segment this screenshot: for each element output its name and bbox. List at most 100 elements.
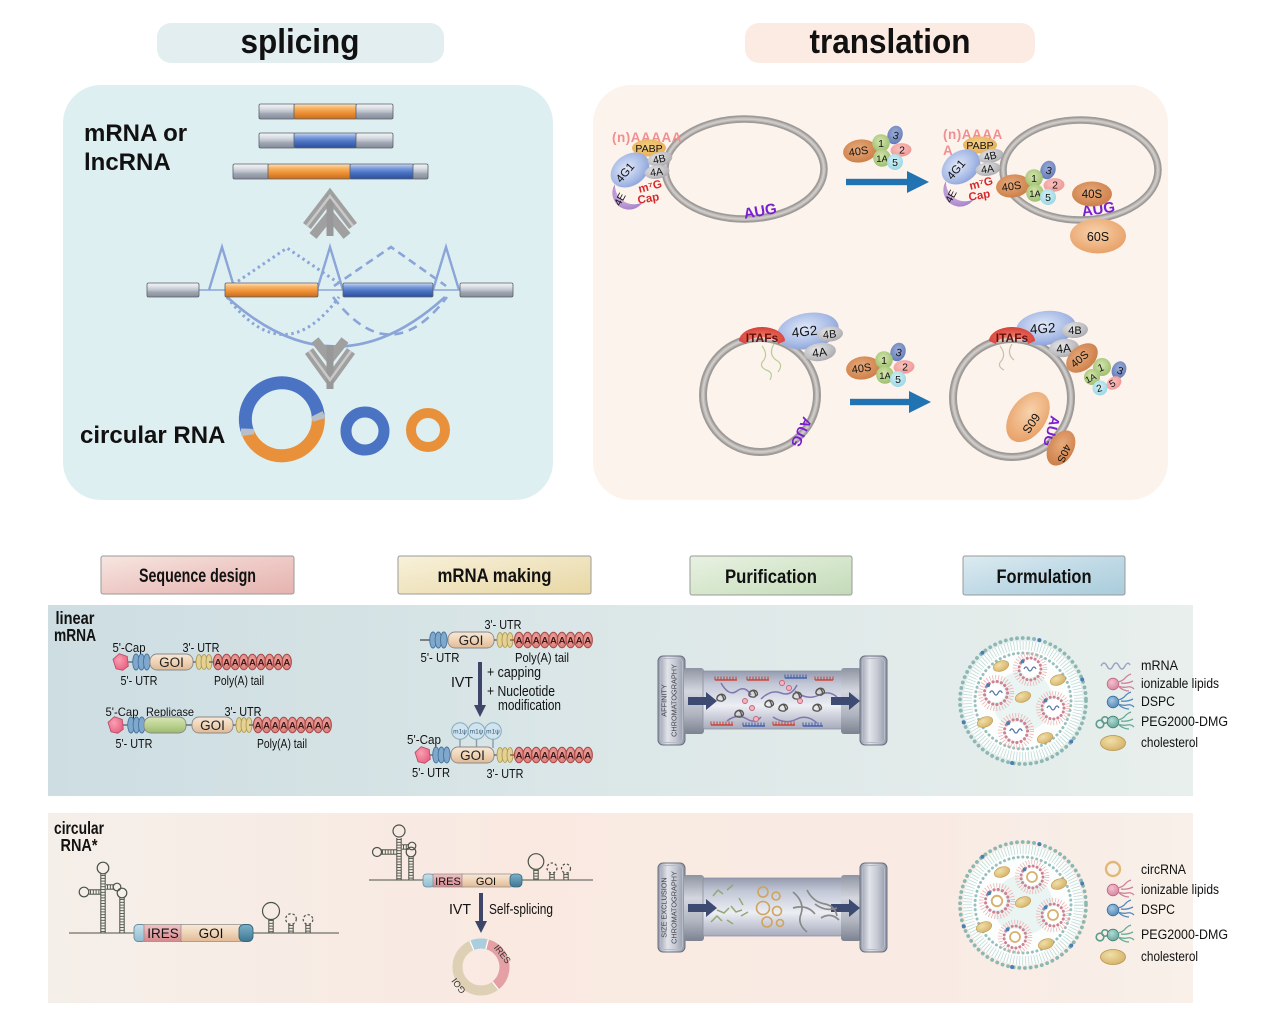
svg-text:m⁷G: m⁷G — [637, 178, 663, 195]
svg-text:ITAFs: ITAFs — [746, 331, 779, 345]
svg-text:5: 5 — [895, 374, 901, 386]
svg-text:Replicase: Replicase — [146, 705, 194, 719]
svg-text:4A: 4A — [1056, 341, 1072, 356]
svg-text:A: A — [315, 721, 322, 732]
svg-text:1A: 1A — [879, 371, 891, 382]
svg-text:3'- UTR: 3'- UTR — [487, 767, 524, 781]
svg-text:AUG: AUG — [742, 200, 778, 223]
svg-text:A: A — [943, 143, 953, 158]
svg-text:5'- UTR: 5'- UTR — [412, 766, 450, 780]
svg-text:A: A — [533, 636, 540, 647]
svg-text:A: A — [215, 658, 222, 669]
svg-text:cholesterol: cholesterol — [1141, 735, 1198, 750]
svg-text:translation: translation — [810, 23, 971, 61]
svg-text:A: A — [275, 658, 282, 669]
svg-text:A: A — [223, 658, 230, 669]
svg-text:DSPC: DSPC — [1141, 902, 1175, 917]
svg-text:Purification: Purification — [725, 567, 817, 588]
svg-text:1: 1 — [881, 355, 887, 367]
svg-text:A: A — [306, 721, 313, 732]
svg-text:3: 3 — [894, 347, 903, 360]
svg-text:ionizable lipids: ionizable lipids — [1141, 676, 1219, 691]
svg-text:CHROMATOGRAPHY: CHROMATOGRAPHY — [670, 871, 679, 944]
svg-text:GOI: GOI — [460, 748, 485, 763]
svg-text:40S: 40S — [851, 362, 872, 377]
svg-text:5: 5 — [1108, 378, 1119, 391]
svg-text:4A: 4A — [649, 166, 663, 180]
svg-text:GOI: GOI — [159, 655, 184, 670]
svg-text:4G2: 4G2 — [1029, 320, 1056, 337]
svg-text:+ capping: + capping — [487, 665, 541, 681]
svg-text:4B: 4B — [1068, 325, 1081, 337]
svg-text:A: A — [550, 636, 557, 647]
svg-text:Sequence design: Sequence design — [139, 566, 256, 587]
svg-text:splicing: splicing — [241, 23, 360, 61]
svg-text:GOI: GOI — [200, 718, 225, 733]
svg-text:1: 1 — [1031, 173, 1037, 185]
svg-text:circular: circular — [54, 818, 104, 838]
svg-text:linear: linear — [56, 608, 95, 628]
svg-text:m1ψ: m1ψ — [470, 729, 484, 736]
svg-text:ITAFs: ITAFs — [996, 331, 1029, 345]
svg-text:2: 2 — [1095, 383, 1104, 395]
svg-text:circRNA: circRNA — [1141, 862, 1186, 877]
svg-text:mRNA: mRNA — [54, 625, 96, 645]
svg-text:ionizable lipids: ionizable lipids — [1141, 882, 1219, 897]
svg-text:Poly(A) tail: Poly(A) tail — [515, 651, 569, 665]
svg-text:1A: 1A — [876, 154, 888, 165]
svg-text:60S: 60S — [1087, 230, 1109, 244]
svg-text:4B: 4B — [823, 328, 837, 341]
svg-text:40S: 40S — [848, 145, 869, 160]
svg-text:A: A — [280, 721, 287, 732]
svg-text:3'- UTR: 3'- UTR — [485, 618, 522, 632]
svg-text:A: A — [240, 658, 247, 669]
svg-text:A: A — [541, 751, 548, 762]
svg-text:IRES: IRES — [147, 926, 179, 941]
svg-text:3: 3 — [1115, 365, 1125, 378]
svg-text:PABP: PABP — [635, 143, 662, 155]
svg-text:mRNA making: mRNA making — [438, 566, 552, 587]
svg-text:4B: 4B — [652, 152, 667, 166]
svg-text:5'-Cap: 5'-Cap — [106, 705, 139, 719]
svg-text:SIZE EXCLUSION: SIZE EXCLUSION — [660, 877, 669, 937]
svg-text:1: 1 — [1096, 361, 1106, 374]
svg-text:5: 5 — [1045, 192, 1051, 204]
svg-text:5'- UTR: 5'- UTR — [421, 651, 460, 665]
svg-text:1: 1 — [878, 138, 884, 150]
svg-text:modification: modification — [498, 698, 561, 714]
svg-text:4E: 4E — [612, 191, 629, 208]
svg-text:3'- UTR: 3'- UTR — [225, 705, 262, 719]
svg-text:m⁷G: m⁷G — [968, 175, 994, 192]
svg-text:2: 2 — [1052, 180, 1058, 192]
svg-text:A: A — [567, 636, 574, 647]
svg-text:A: A — [258, 658, 265, 669]
svg-text:circular RNA: circular RNA — [80, 422, 225, 449]
svg-text:4B: 4B — [983, 149, 998, 163]
svg-text:cholesterol: cholesterol — [1141, 949, 1198, 964]
svg-text:A: A — [559, 636, 566, 647]
svg-text:3: 3 — [891, 130, 900, 143]
svg-text:5'-Cap: 5'-Cap — [113, 641, 146, 655]
svg-text:2: 2 — [899, 145, 905, 157]
svg-text:A: A — [524, 636, 531, 647]
svg-text:A: A — [283, 658, 290, 669]
svg-text:A: A — [524, 751, 531, 762]
svg-text:A: A — [323, 721, 330, 732]
svg-text:GOI: GOI — [476, 876, 496, 888]
svg-text:A: A — [567, 751, 574, 762]
svg-text:3'- UTR: 3'- UTR — [183, 641, 220, 655]
svg-text:Self-splicing: Self-splicing — [489, 902, 553, 918]
svg-text:4A: 4A — [811, 345, 827, 361]
svg-text:A: A — [263, 721, 270, 732]
svg-text:A: A — [516, 751, 523, 762]
svg-text:PEG2000-DMG: PEG2000-DMG — [1141, 714, 1228, 729]
svg-text:40S: 40S — [1082, 189, 1103, 201]
svg-text:RNA*: RNA* — [61, 835, 98, 855]
svg-text:A: A — [289, 721, 296, 732]
svg-text:Cap: Cap — [637, 191, 660, 207]
svg-text:A: A — [584, 751, 591, 762]
svg-text:CHROMATOGRAPHY: CHROMATOGRAPHY — [670, 664, 679, 737]
svg-text:AFFINITY: AFFINITY — [660, 684, 669, 717]
svg-text:A: A — [559, 751, 566, 762]
svg-text:3: 3 — [1044, 165, 1053, 178]
